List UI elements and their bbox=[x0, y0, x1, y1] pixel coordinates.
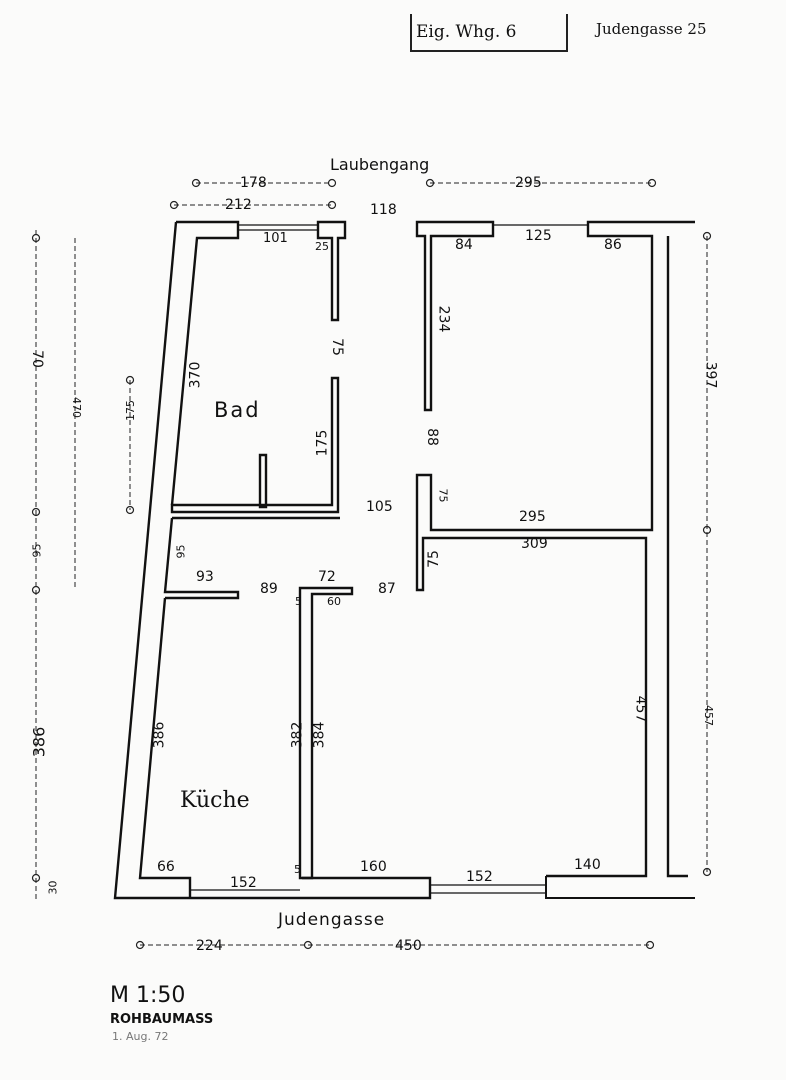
dim-175-bath: 175 bbox=[314, 429, 331, 457]
dim-309: 309 bbox=[521, 536, 548, 552]
dim-382: 382 bbox=[289, 721, 306, 749]
dim-101: 101 bbox=[263, 231, 288, 246]
rohbaumass-label: ROHBAUMASS bbox=[110, 1012, 214, 1027]
wall-bath-left bbox=[170, 220, 240, 506]
dim-160: 160 bbox=[360, 859, 387, 875]
dim-5-mid: 5 bbox=[295, 595, 302, 608]
wall-outer-left bbox=[113, 221, 302, 900]
address-label: Judengasse 25 bbox=[596, 20, 707, 38]
room-label-kitchen: Küche bbox=[180, 788, 250, 813]
dim-152-b: 152 bbox=[466, 869, 493, 885]
dim-234: 234 bbox=[435, 305, 452, 333]
dim-75-a: 75 bbox=[436, 488, 450, 503]
unit-label-box bbox=[410, 14, 568, 52]
dim-178: 178 bbox=[240, 175, 267, 191]
dim-386-kitchen: 386 bbox=[151, 721, 168, 749]
dim-95-left: 95 bbox=[30, 543, 44, 558]
dim-370: 370 bbox=[187, 361, 204, 389]
dim-75-b: 75 bbox=[425, 550, 442, 568]
date-label: 1. Aug. 72 bbox=[112, 1030, 169, 1043]
dim-470-left: 470 bbox=[70, 397, 83, 418]
dim-93: 93 bbox=[196, 569, 214, 585]
room-label-bath: Bad bbox=[214, 398, 261, 422]
dim-125: 125 bbox=[525, 228, 552, 244]
unit-label: Eig. Whg. 6 bbox=[416, 22, 517, 42]
dim-397-right: 397 bbox=[702, 361, 719, 389]
dim-105: 105 bbox=[366, 499, 393, 515]
dim-95-mid: 95 bbox=[174, 544, 188, 559]
dim-72: 72 bbox=[318, 569, 336, 585]
dim-66: 66 bbox=[157, 859, 175, 875]
dim-84: 84 bbox=[455, 237, 473, 253]
dim-25: 25 bbox=[315, 240, 329, 253]
street-judengasse: Judengasse bbox=[278, 910, 386, 930]
dim-70-left: 70 bbox=[28, 350, 45, 368]
dim-140: 140 bbox=[574, 857, 601, 873]
dim-5-bottom: 5 bbox=[294, 863, 301, 876]
dim-175-left: 175 bbox=[124, 400, 137, 421]
dim-457-right: 457 bbox=[702, 705, 715, 726]
dim-295-room: 295 bbox=[519, 509, 546, 525]
dim-295-top: 295 bbox=[515, 175, 542, 191]
scale-label: M 1:50 bbox=[110, 983, 186, 1008]
dim-450: 450 bbox=[395, 938, 422, 954]
dim-224: 224 bbox=[196, 938, 223, 954]
dim-386-left: 386 bbox=[29, 726, 49, 758]
dim-212: 212 bbox=[225, 197, 252, 213]
street-laubengang: Laubengang bbox=[330, 155, 430, 174]
dim-60: 60 bbox=[327, 595, 341, 608]
dim-384: 384 bbox=[311, 721, 328, 749]
dim-88: 88 bbox=[423, 428, 440, 446]
dim-30-left: 30 bbox=[46, 880, 60, 895]
dim-118: 118 bbox=[370, 202, 397, 218]
dim-152-a: 152 bbox=[230, 875, 257, 891]
dim-75-bath: 75 bbox=[328, 338, 345, 356]
dim-89: 89 bbox=[260, 581, 278, 597]
dim-457-room: 457 bbox=[632, 695, 649, 723]
dim-86: 86 bbox=[604, 237, 622, 253]
dim-87: 87 bbox=[378, 581, 396, 597]
